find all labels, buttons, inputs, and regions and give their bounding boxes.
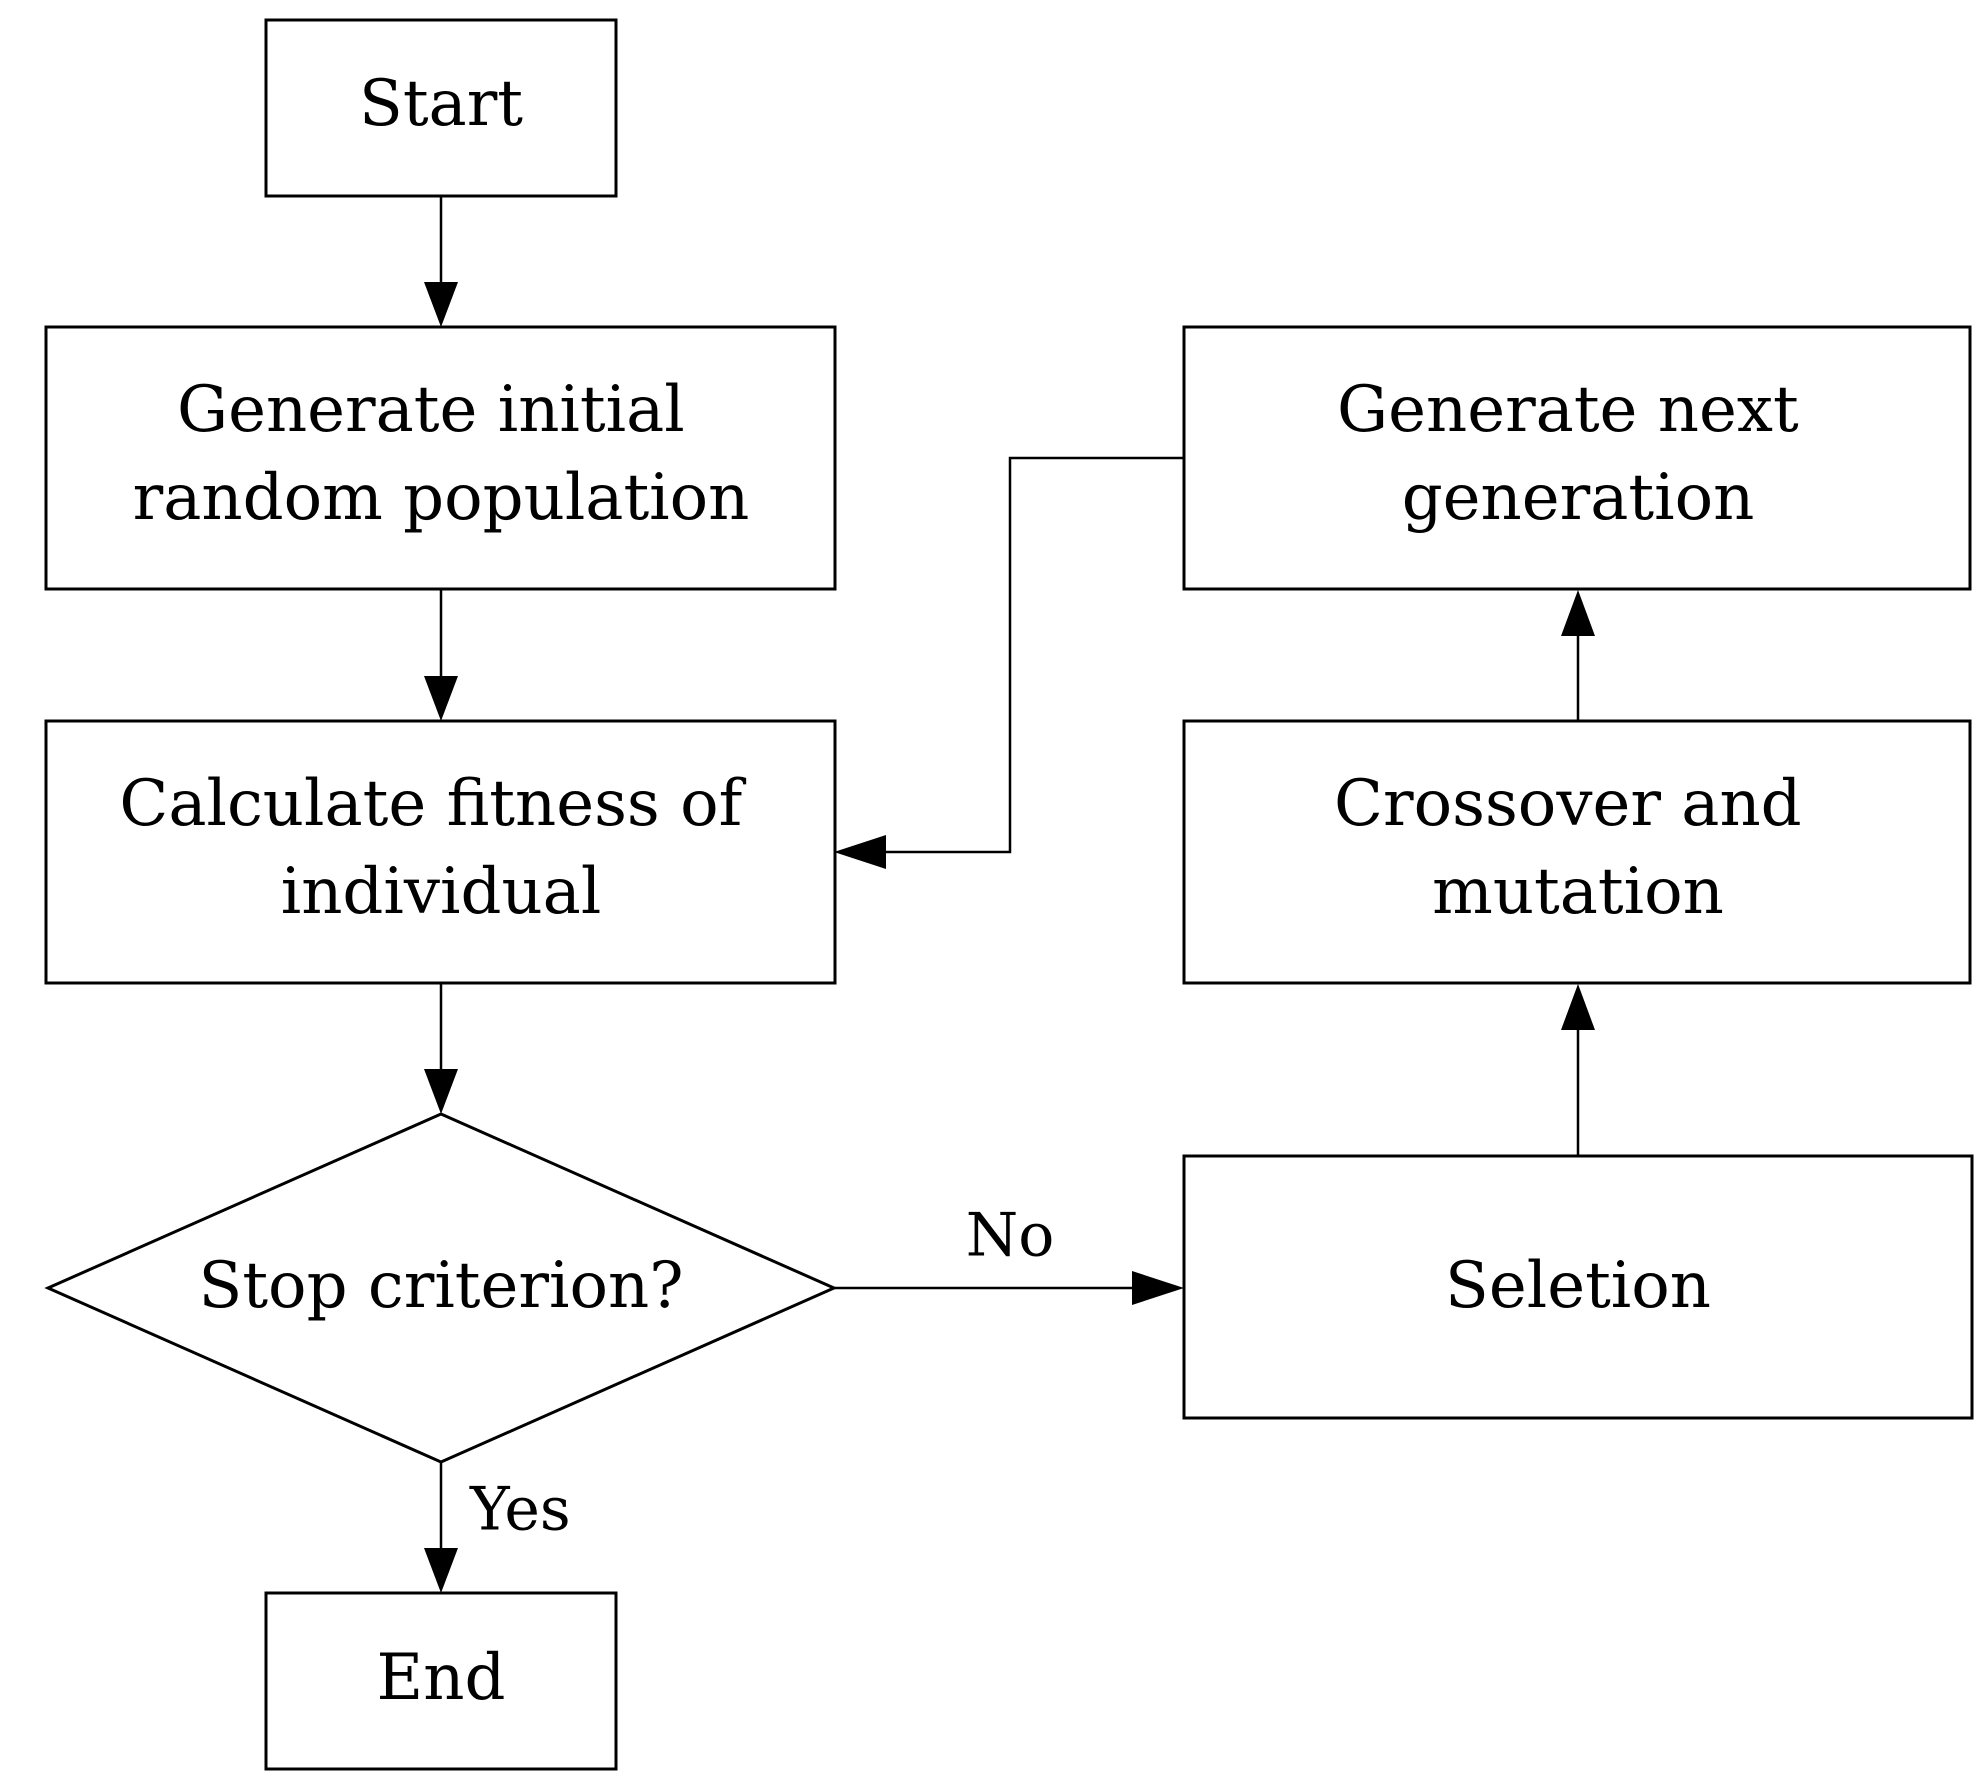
stop-criterion-label: Stop criterion?	[198, 1249, 683, 1323]
node-start: Start	[264, 18, 618, 198]
generate-initial-label: Generate initial random population	[133, 373, 750, 535]
node-end: End	[264, 1591, 618, 1771]
node-generate-initial: Generate initial random population	[44, 325, 837, 591]
selection-box	[1182, 1154, 1974, 1420]
edges	[424, 196, 1595, 1593]
generate-initial-box	[44, 325, 837, 591]
arrow-head-icon	[1132, 1271, 1184, 1305]
end-box	[264, 1591, 618, 1771]
node-stop-criterion: Stop criterion?	[44, 1112, 838, 1464]
node-selection: Seletion	[1182, 1154, 1974, 1420]
arrow-head-icon	[424, 282, 458, 327]
edge-label-yes: Yes	[469, 1475, 571, 1545]
edge-generate-next-to-calculate-fitness	[880, 456, 1184, 854]
calculate-fitness-label: Calculate fitness of individual	[119, 767, 762, 929]
start-label: Start	[359, 67, 523, 141]
selection-label: Seletion	[1445, 1249, 1711, 1323]
crossover-mutation-box	[1182, 719, 1972, 985]
crossover-mutation-label: Crossover and mutation	[1334, 767, 1822, 929]
edge-label-no: No	[966, 1201, 1055, 1271]
generate-next-box	[1182, 325, 1972, 591]
generate-next-label: Generate next generation	[1337, 373, 1819, 535]
arrow-head-icon	[1561, 590, 1595, 636]
end-label: End	[377, 1641, 506, 1715]
calculate-fitness-box	[44, 719, 837, 985]
node-calculate-fitness: Calculate fitness of individual	[44, 719, 837, 985]
arrow-head-icon	[424, 1548, 458, 1593]
arrow-head-icon	[1561, 984, 1595, 1030]
stop-criterion-diamond	[44, 1112, 838, 1464]
arrow-head-icon	[424, 1069, 458, 1114]
arrow-head-icon	[834, 835, 886, 869]
arrow-head-icon	[424, 676, 458, 721]
node-generate-next: Generate next generation	[1182, 325, 1972, 591]
start-box	[264, 18, 618, 198]
node-crossover-mutation: Crossover and mutation	[1182, 719, 1972, 985]
